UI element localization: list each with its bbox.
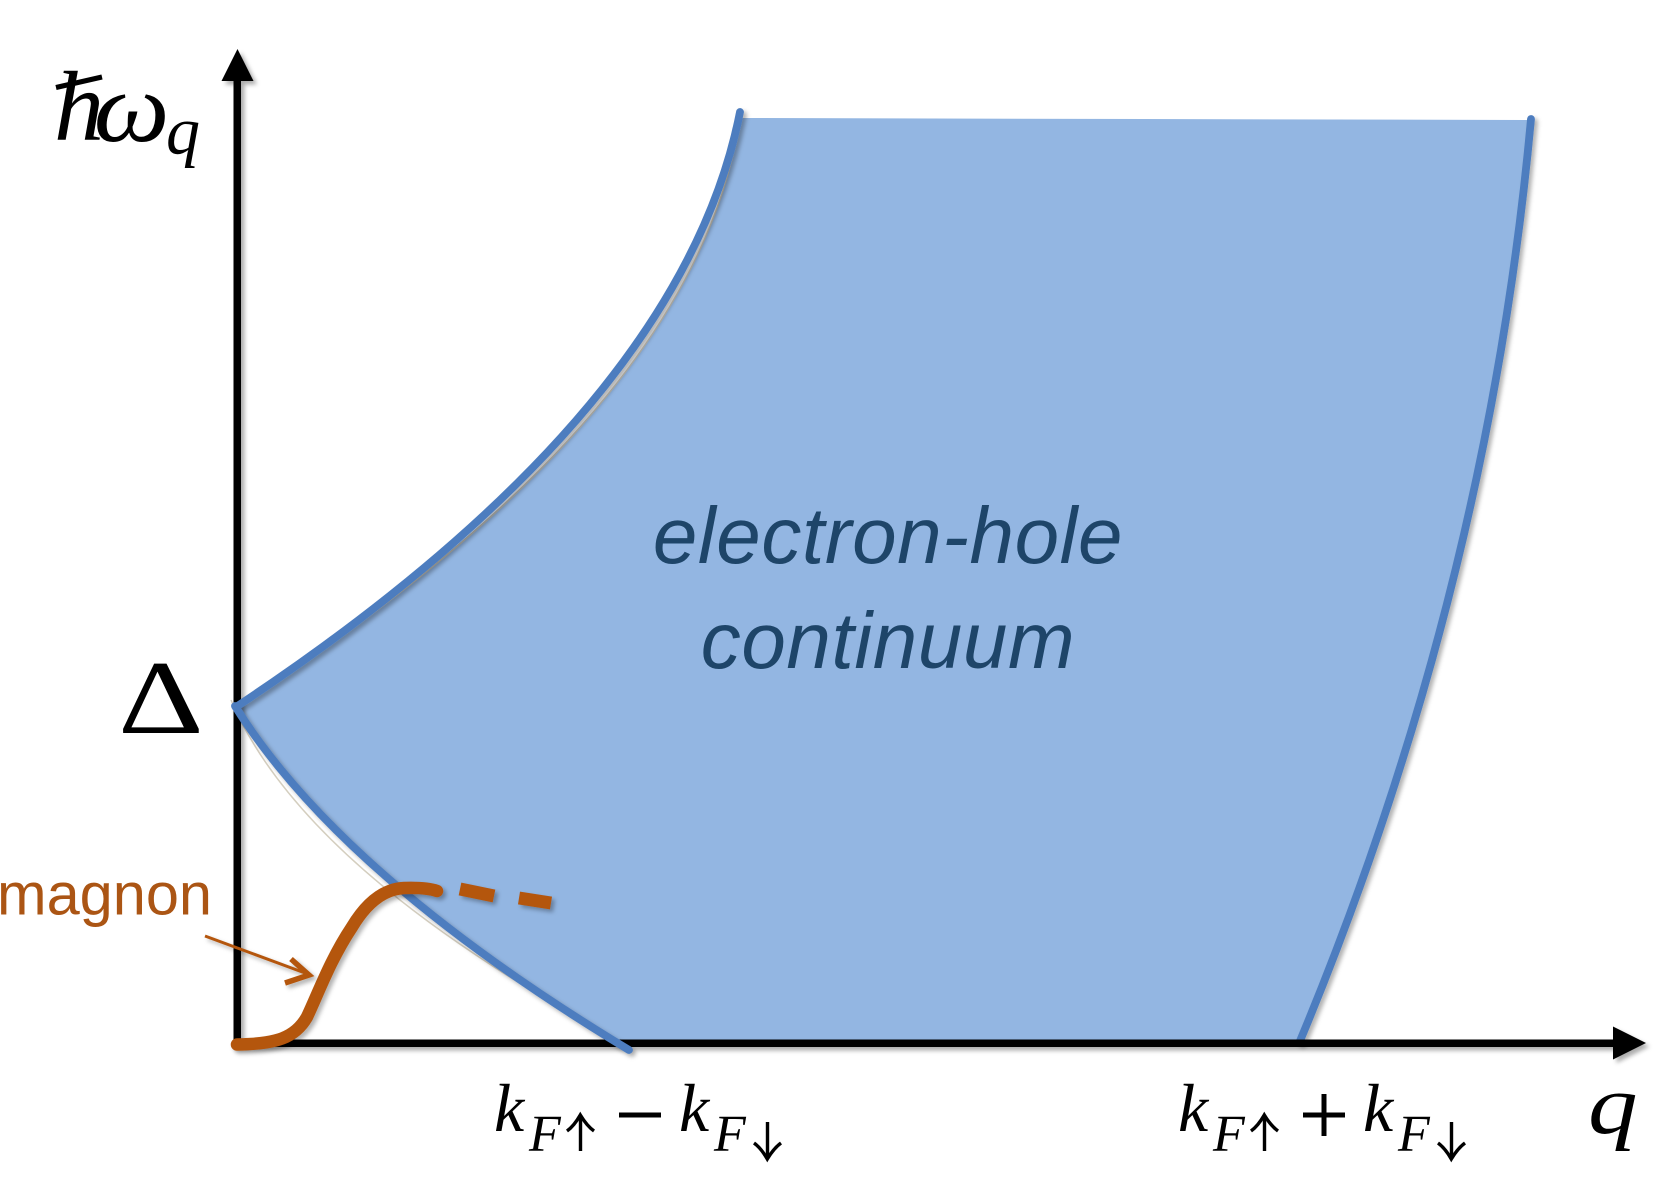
svg-text:h: h (54, 51, 104, 162)
svg-text:Δ: Δ (118, 639, 204, 755)
svg-text:ω: ω (94, 52, 170, 163)
svg-text:continuum: continuum (701, 596, 1076, 685)
svg-text:magnon: magnon (0, 861, 212, 928)
svg-text:electron-hole: electron-hole (653, 491, 1123, 580)
svg-text:q: q (1588, 1058, 1638, 1151)
svg-text:q: q (166, 93, 200, 169)
